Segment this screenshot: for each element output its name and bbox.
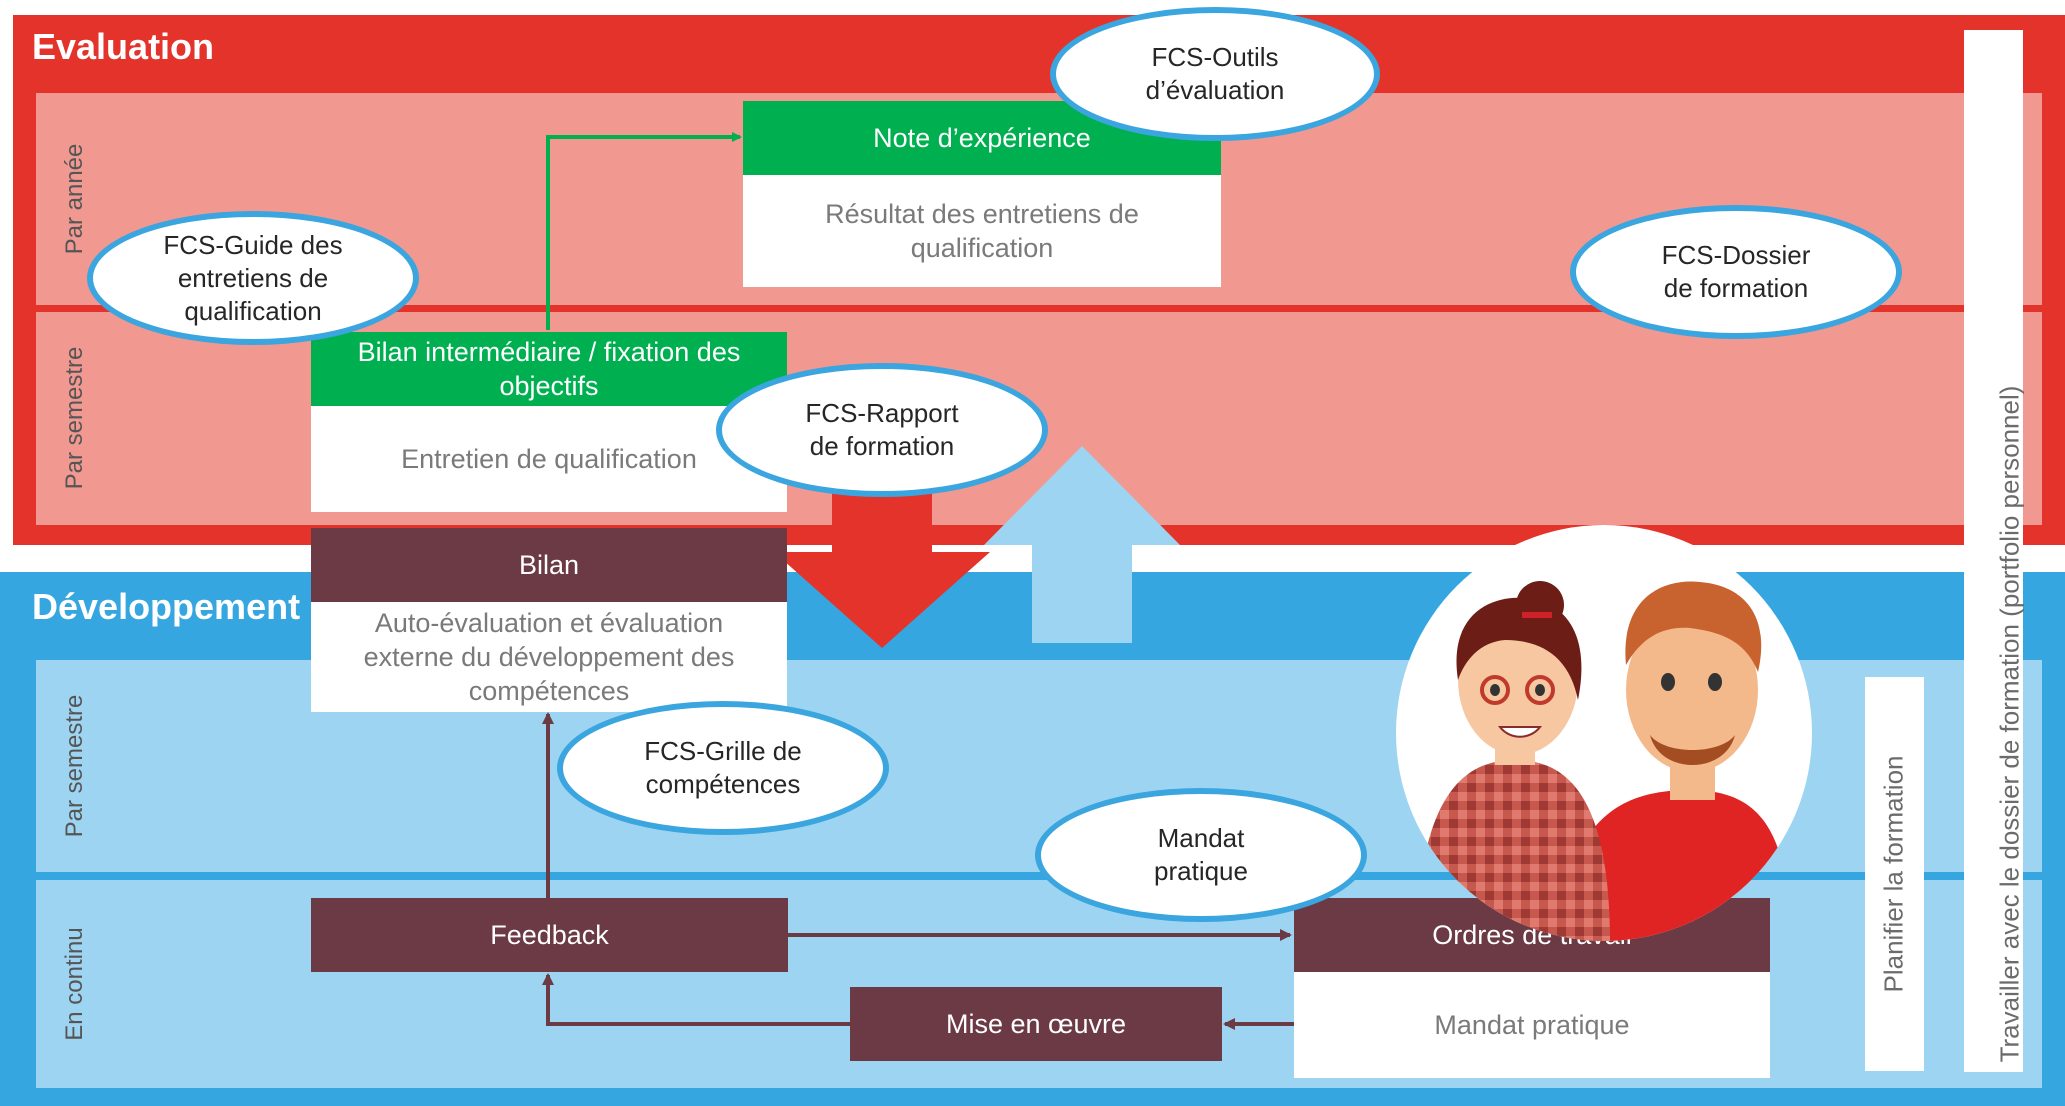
feedback-box: Feedback xyxy=(311,898,788,972)
up-arrow xyxy=(984,446,1180,643)
bubble-fcs-guide: FCS-Guide des entretiens de qualificatio… xyxy=(87,211,419,345)
travailler-label: Travailler avec le dossier de formation … xyxy=(1994,385,2025,1063)
planifier-label: Planifier la formation xyxy=(1878,755,1909,993)
note-experience-body: Résultat des entretiens de qualification xyxy=(743,175,1221,287)
bilan-intermediaire-header: Bilan intermédiaire / fixation des objec… xyxy=(311,332,787,406)
planifier-bar xyxy=(1865,677,1924,1071)
bubble-fcs-grille: FCS-Grille de compétences xyxy=(557,701,889,835)
arrow-mise-to-feedback xyxy=(542,973,850,1026)
bilan-body: Auto-évaluation et évaluation externe du… xyxy=(311,602,787,712)
bilan-intermediaire-body: Entretien de qualification xyxy=(311,406,787,512)
bubble-mandat-pratique: Mandat pratique xyxy=(1035,788,1367,922)
bubble-fcs-outils: FCS-Outils d’évaluation xyxy=(1050,7,1380,141)
arrow-bilan-to-note xyxy=(546,132,742,330)
bilan-header: Bilan xyxy=(311,528,787,602)
development-title: Développement xyxy=(32,586,301,627)
evaluation-title: Evaluation xyxy=(32,26,215,67)
ordres-de-travail-body: Mandat pratique xyxy=(1294,972,1770,1078)
bubble-fcs-rapport: FCS-Rapport de formation xyxy=(716,363,1048,497)
down-arrow xyxy=(774,478,990,648)
mise-en-oeuvre-box: Mise en œuvre xyxy=(850,987,1222,1061)
travailler-bar xyxy=(1964,30,2023,1072)
bubble-fcs-dossier: FCS-Dossier de formation xyxy=(1570,205,1902,339)
